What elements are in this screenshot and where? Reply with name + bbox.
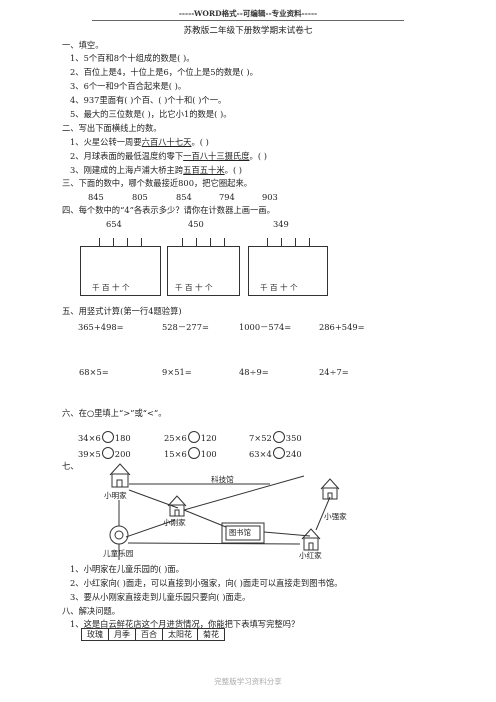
s1-q1: 1、5个百和8个十组成的数是( )。	[70, 53, 195, 63]
table-row: 玫瑰 月季 百合 太阳花 菊花	[81, 628, 225, 641]
s2-q3: 3、刚建成的上海卢浦大桥主跨五百五十米。( )	[70, 165, 243, 175]
label-xiaogang: 小刚家	[163, 518, 186, 527]
table-cell: 太阳花	[162, 628, 198, 641]
s7-q3: 3、要从小刚家直接走到儿童乐园只要向( )面走。	[70, 592, 251, 602]
section1-heading: 一、填空。	[62, 40, 104, 50]
compare-circle[interactable]	[101, 431, 114, 443]
header-rule	[92, 20, 404, 21]
label-xiaoming: 小明家	[104, 491, 127, 500]
abacus-3-labels: 千 百 十 个	[260, 283, 298, 293]
compare-circle[interactable]	[187, 431, 200, 443]
section6-heading: 六、在○里填上“>”或“<”。	[62, 408, 167, 418]
s2-q2: 2、月球表面的最低温度约零下一百八十三摄氏度。( )	[70, 151, 267, 161]
section2-heading: 二、写出下面横线上的数。	[62, 123, 162, 133]
s8-q1: 1、这是白云鲜花店这个月进货情况，你能把下表填写完整吗？	[70, 619, 300, 629]
s5-row1-1: 365+498=	[78, 322, 124, 332]
s5-row1-3: 1000－574=	[239, 322, 292, 332]
s5-row2-2: 9×51=	[162, 367, 192, 377]
label-ertong: 儿童乐园	[103, 549, 134, 558]
s5-row2-4: 24÷7=	[319, 367, 349, 377]
s1-q2: 2、百位上是4，十位上是6，个位上是5的数是( )。	[70, 67, 258, 77]
park-icon	[109, 525, 129, 545]
s3-num-4: 794	[219, 192, 235, 202]
s4-num-3: 349	[273, 219, 289, 229]
s5-row1-2: 528－277=	[162, 322, 209, 332]
abacus-1: 千 百 十 个	[80, 238, 161, 296]
s4-num-2: 450	[188, 219, 204, 229]
label-tushuguan: 图书馆	[229, 528, 251, 537]
s2-q1: 1、火星公转一周要六百八十七天。( )	[70, 137, 209, 147]
s5-row1-4: 286+549=	[319, 322, 365, 332]
abacus-2-labels: 千 百 十 个	[175, 283, 213, 293]
page-title: 苏教版二年级下册数学期末试卷七	[183, 26, 313, 36]
label-xiaoqiang: 小强家	[324, 512, 347, 521]
table-cell: 菊花	[197, 628, 225, 641]
label-xiaohong: 小红家	[299, 551, 322, 560]
s3-num-2: 805	[132, 192, 148, 202]
compare-circle[interactable]	[187, 447, 200, 459]
abacus-3: 千 百 十 个	[248, 238, 328, 296]
s3-num-1: 845	[88, 192, 104, 202]
s1-q5: 5、最大的三位数是( )，比它小1的数是( )。	[70, 109, 232, 119]
section7-heading: 七、	[62, 461, 79, 471]
s4-num-1: 654	[106, 219, 122, 229]
label-kejiguan: 科技馆	[211, 475, 234, 484]
s3-num-5: 903	[262, 192, 278, 202]
table-cell: 玫瑰	[81, 628, 109, 641]
s1-q4: 4、937里面有( )个百、( )个十和( )个一。	[70, 95, 227, 105]
compare-circle[interactable]	[101, 447, 114, 459]
compare-circle[interactable]	[272, 447, 285, 459]
section4-heading: 四、每个数中的“4”各表示多少？请你在计数器上画一画。	[62, 205, 275, 215]
s5-row2-1: 68×5=	[79, 367, 109, 377]
table-cell: 月季	[108, 628, 136, 641]
library-box	[221, 522, 265, 544]
section8-heading: 八、解决问题。	[62, 606, 121, 616]
page-footer: 完整版学习资料分享	[214, 677, 282, 686]
abacus-1-labels: 千 百 十 个	[92, 283, 130, 293]
compare-circle[interactable]	[272, 431, 285, 443]
s7-q1: 1、小明家在儿童乐园的( )面。	[70, 564, 184, 574]
table-cell: 百合	[135, 628, 163, 641]
section3-heading: 三、下面的数中，哪个数最接近800，把它圈起来。	[62, 178, 253, 188]
s5-row2-3: 48÷9=	[239, 367, 269, 377]
page-header: -----WORD格式--可编辑--专业资料-----	[178, 9, 318, 18]
flower-table: 玫瑰 月季 百合 太阳花 菊花	[81, 628, 225, 641]
abacus-2: 千 百 十 个	[167, 238, 240, 296]
section5-heading: 五、用竖式计算(第一行4题验算)	[62, 306, 182, 316]
s7-q2: 2、小红家向( )面走，可以直接到小强家，向( )面走可以直接走到图书馆。	[70, 578, 343, 588]
s1-q3: 3、6个一和9个百合起来是( )。	[70, 81, 187, 91]
s3-num-3: 854	[176, 192, 192, 202]
house-xiaohong	[303, 537, 319, 551]
